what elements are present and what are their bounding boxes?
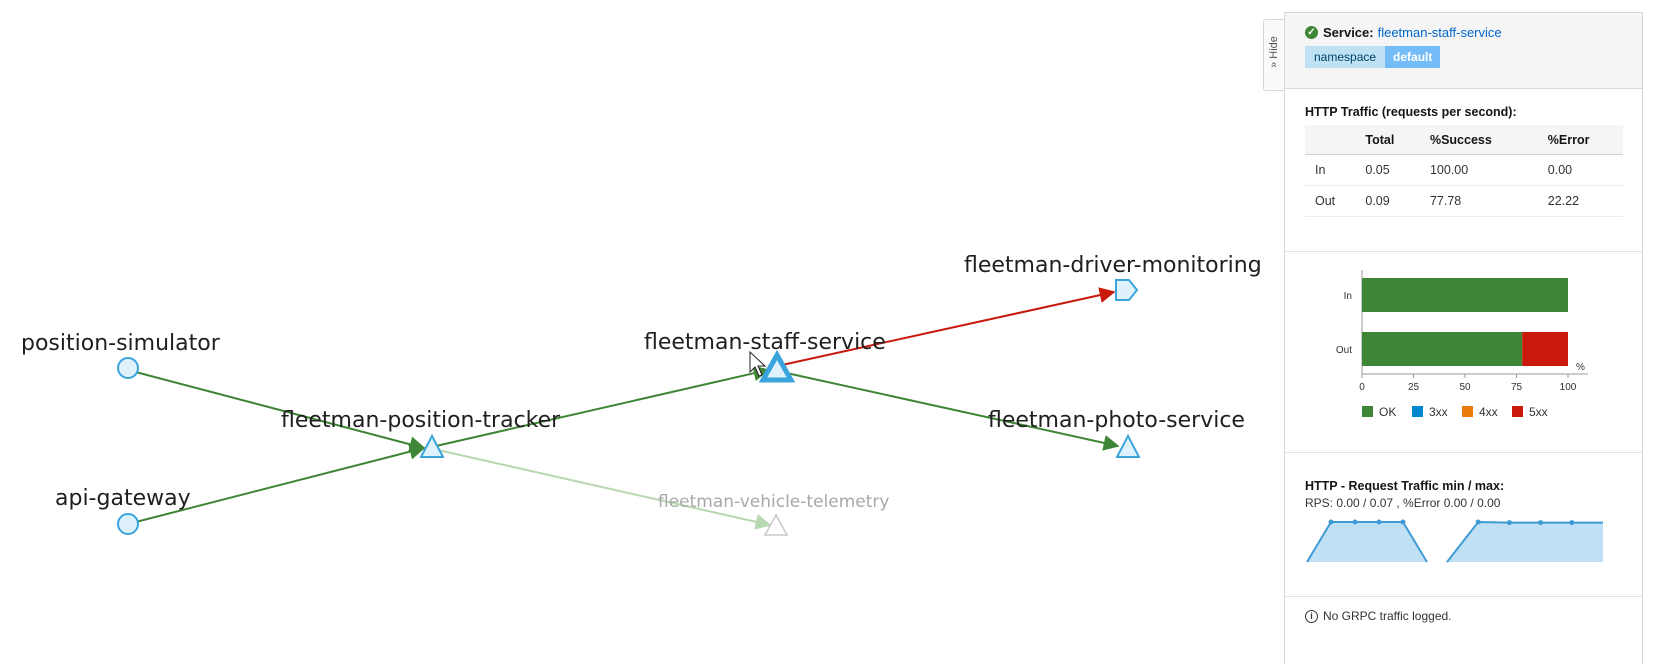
sparkline-left-point [1400,519,1406,525]
badge-value: default [1385,46,1441,68]
grpc-text: No GRPC traffic logged. [1323,609,1452,623]
request-sparklines [1306,519,1603,563]
edge-simulator-to-tracker[interactable] [127,369,426,453]
summary-panel: ✓ Service: fleetman-staff-service namesp… [1284,12,1643,664]
node-driver-monitoring[interactable] [1115,279,1139,301]
sparkline-right-point [1538,520,1544,526]
info-icon: i [1305,609,1318,623]
http-traffic-title: HTTP Traffic (requests per second): [1305,105,1517,119]
traffic-table: Total %Success %Error In 0.05 100.00 0.0… [1305,125,1623,217]
label-api-gateway: api-gateway [55,486,191,511]
legend-label-5xx: 5xx [1529,405,1548,419]
category-label: In [1344,291,1352,302]
x-tick-label: 25 [1408,382,1420,393]
minmax-title: HTTP - Request Traffic min / max: [1305,479,1505,493]
divider [1285,596,1642,597]
hide-panel-tab[interactable]: » Hide [1263,19,1285,91]
sparkline-right-point [1475,519,1481,525]
table-header: %Success [1419,125,1538,155]
legend-swatch-4xx [1462,406,1473,417]
node-api-gateway[interactable] [117,513,139,535]
panel-body: HTTP Traffic (requests per second): Tota… [1285,105,1642,623]
table-cell: 100.00 [1419,154,1538,186]
x-tick-label: 50 [1459,382,1471,393]
table-header [1305,125,1356,155]
label-position-simulator: position-simulator [21,331,221,356]
table-cell: 0.09 [1355,185,1420,217]
label-position-tracker: fleetman-position-tracker [281,408,561,433]
label-vehicle-telemetry: fleetman-vehicle-telemetry [658,492,889,512]
node-position-simulator[interactable] [117,357,139,379]
table-header: %Error [1537,125,1623,155]
hide-tab-label: » Hide [1268,36,1280,68]
legend-label-3xx: 3xx [1429,405,1448,419]
sparkline-right-point [1569,520,1575,526]
category-label: Out [1336,345,1352,356]
label-photo-service: fleetman-photo-service [988,408,1245,433]
legend-swatch-3xx [1412,406,1423,417]
bar-segment-5xx [1522,332,1568,366]
sparkline-left-area [1307,522,1427,562]
sparkline-right-point [1506,520,1512,526]
x-tick-label: 100 [1560,382,1577,393]
sparkline-left-point [1328,519,1334,525]
label-staff-service: fleetman-staff-service [644,330,886,355]
table-cell: 0.00 [1537,154,1623,186]
node-vehicle-telemetry[interactable] [763,513,789,536]
table-row: Out 0.09 77.78 22.22 [1305,185,1623,217]
divider [1285,251,1642,252]
minmax-subtitle: RPS: 0.00 / 0.07 , %Error 0.00 / 0.00 [1305,496,1501,510]
x-tick-label: 75 [1511,382,1523,393]
x-tick-label: 0 [1359,382,1365,393]
divider [1285,452,1642,453]
legend-label-ok: OK [1379,405,1396,419]
node-photo-service[interactable] [1115,433,1141,458]
sparkline-left-point [1376,519,1382,525]
table-cell: 0.05 [1355,154,1420,186]
badge-key: namespace [1305,46,1386,68]
unit-label: % [1576,362,1585,373]
sparkline-right-area [1447,522,1603,562]
node-position-tracker[interactable] [419,433,445,458]
namespace-badge: namespace default [1305,46,1441,68]
service-name-link[interactable]: fleetman-staff-service [1377,25,1502,40]
edge-tracker-to-staff[interactable] [435,365,770,447]
table-header: Total [1355,125,1420,155]
grpc-status: i No GRPC traffic logged. [1305,609,1622,623]
legend-label-4xx: 4xx [1479,405,1498,419]
table-cell: In [1305,154,1356,186]
bar-segment-ok [1362,332,1523,366]
label-driver-monitoring: fleetman-driver-monitoring [964,253,1262,278]
sparkline-right-line [1446,520,1603,563]
legend-swatch-ok [1362,406,1373,417]
check-circle-icon: ✓ [1305,26,1318,39]
edge-staff-to-photo[interactable] [781,371,1120,451]
sparkline-left-point [1352,519,1358,525]
sparkline-left-line [1306,521,1428,563]
edge-gateway-to-tracker[interactable] [127,443,426,525]
edge-tracker-to-telemetry[interactable] [437,449,772,530]
table-cell: 77.78 [1419,185,1538,217]
edge-staff-to-driver[interactable] [781,287,1116,366]
table-cell: Out [1305,185,1356,217]
panel-header: ✓ Service: fleetman-staff-service namesp… [1285,13,1642,89]
table-row: In 0.05 100.00 0.00 [1305,154,1623,186]
node-staff-service[interactable] [758,349,796,383]
service-label: Service: [1323,25,1374,40]
table-cell: 22.22 [1537,185,1623,217]
legend-swatch-5xx [1512,406,1523,417]
table-header-row: Total %Success %Error [1305,125,1623,155]
bar-segment-ok [1362,278,1568,312]
service-row: ✓ Service: fleetman-staff-service [1305,25,1622,40]
mouse-cursor-icon [749,350,767,377]
